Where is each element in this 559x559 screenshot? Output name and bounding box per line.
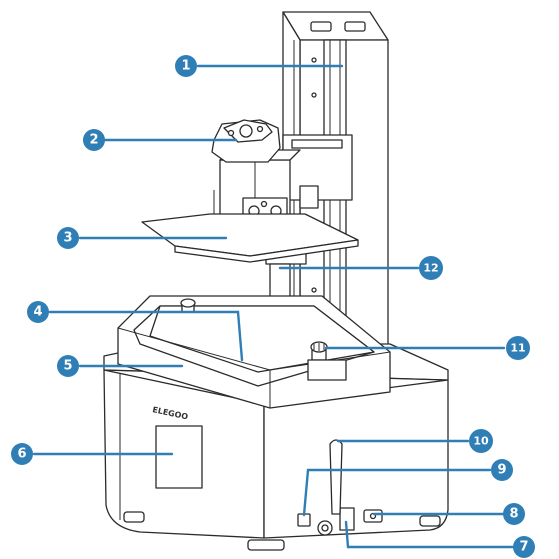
callout-number: 2	[89, 133, 98, 148]
callout-badge-2: 2	[83, 129, 105, 151]
callout-number: 4	[33, 305, 42, 320]
callout-badge-7: 7	[513, 536, 535, 558]
callout-number: 6	[17, 447, 26, 462]
callout-badge-11: 11	[506, 336, 530, 360]
callout-badge-8: 8	[503, 503, 525, 525]
callout-badge-6: 6	[11, 443, 33, 465]
callout-badge-4: 4	[27, 301, 49, 323]
callout-badge-12: 12	[419, 256, 443, 280]
callout-number: 8	[509, 507, 518, 522]
build-platform	[141, 119, 359, 263]
callout-leaders	[32, 64, 515, 549]
resin-vat	[117, 295, 391, 409]
callout-badge-1: 1	[175, 55, 197, 77]
callout-badge-5: 5	[57, 355, 79, 377]
callout-badge-3: 3	[57, 227, 79, 249]
callout-number: 7	[519, 540, 528, 555]
callout-number: 9	[497, 463, 506, 478]
callout-number: 11	[510, 342, 525, 355]
callout-number: 10	[473, 435, 489, 448]
callout-number: 12	[423, 262, 438, 275]
callout-number: 1	[181, 59, 190, 74]
callout-number: 5	[63, 359, 72, 374]
callout-badge-9: 9	[491, 459, 513, 481]
callout-badge-10: 10	[469, 429, 493, 453]
callout-number: 3	[63, 231, 72, 246]
